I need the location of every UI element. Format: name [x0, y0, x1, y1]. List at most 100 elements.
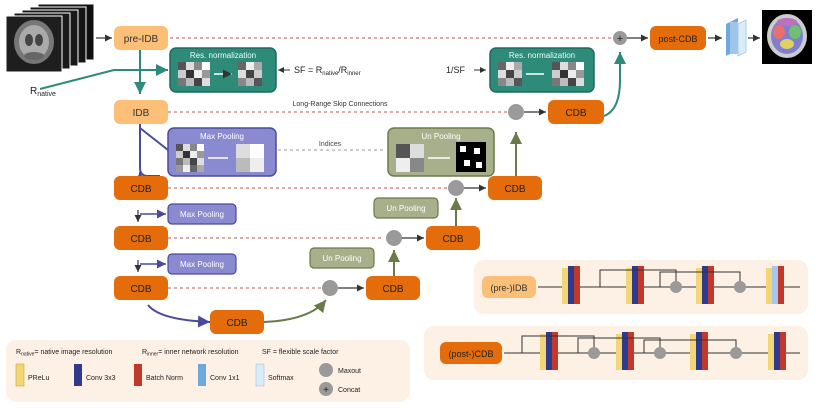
svg-text:Concat: Concat [338, 387, 360, 394]
inverse-sf-label: 1/SF [446, 65, 466, 75]
cdb-block-encoder-3: CDB [114, 276, 168, 300]
concat-legend-item: + Concat [319, 382, 360, 396]
input-mri-stack-image [5, 3, 95, 73]
cdb-block-encoder-1: CDB [114, 176, 168, 200]
svg-text:post-CDB: post-CDB [658, 34, 697, 44]
output-conv-softmax-block [726, 18, 747, 57]
maxout-node [730, 347, 742, 359]
svg-text:CDB: CDB [226, 318, 247, 329]
max-pooling-label: Max Pooling [180, 260, 224, 269]
maxout-node [654, 347, 666, 359]
maxout-node [508, 104, 524, 120]
cdb-block-decoder-1: CDB [366, 276, 420, 300]
max-pooling-large: Max Pooling [167, 127, 277, 177]
cdb-detail-panel: (post-)CDB [424, 326, 808, 380]
indices-label: Indices [319, 141, 342, 148]
concat-node: + [613, 31, 627, 45]
max-pooling-small-1: Max Pooling [167, 203, 237, 225]
res-norm-title: Res. normalization [509, 51, 575, 60]
conv-stack-icon [626, 266, 644, 304]
svg-text:CDB: CDB [130, 234, 151, 245]
purple-small-arrows [140, 209, 166, 269]
conv-stack-icon [616, 332, 634, 370]
cdb-block-encoder-2: CDB [114, 226, 168, 250]
grid-icon [238, 62, 262, 86]
svg-text:CDB: CDB [382, 284, 403, 295]
conv-stack-icon [696, 266, 714, 304]
maxout-node [588, 347, 600, 359]
un-pooling-title: Un Pooling [421, 132, 460, 141]
skip-connections [168, 37, 614, 289]
batchnorm-legend-item: Batch Norm [134, 364, 183, 386]
idb-detail-panel: (pre-)IDB [474, 260, 808, 314]
grid-icon [178, 62, 210, 86]
legend-r-inner: Rinner= inner network resolution [142, 349, 239, 358]
svg-text:Conv 1x1: Conv 1x1 [210, 375, 240, 382]
maxout-node [448, 180, 464, 196]
res-normalization-left: Res. normalization [169, 47, 277, 93]
maxout-node [386, 230, 402, 246]
output-segmentation-image [762, 10, 812, 64]
cdb-block-bottleneck: CDB [210, 310, 264, 334]
grid-icon [176, 144, 204, 172]
conv-stack-icon [766, 266, 784, 304]
un-pooling-label: Un Pooling [386, 204, 425, 213]
grid-icon [498, 62, 522, 86]
post-cdb-block: post-CDB [650, 26, 706, 50]
svg-text:IDB: IDB [133, 108, 150, 119]
grid-icon [236, 144, 264, 172]
maxout-node [734, 281, 746, 293]
grid-icon [396, 144, 424, 172]
un-pooling-label: Un Pooling [322, 254, 361, 263]
cdb-block-decoder-4: CDB [548, 100, 604, 124]
svg-text:Maxout: Maxout [338, 368, 361, 375]
maxout-node [322, 280, 338, 296]
conv-stack-icon [562, 266, 580, 304]
un-pooling-large: Un Pooling [387, 127, 495, 177]
max-pooling-label: Max Pooling [180, 210, 224, 219]
conv-stack-icon [768, 332, 786, 370]
pre-idb-block: pre-IDB [114, 26, 168, 50]
r-native-label: Rnative [30, 86, 56, 98]
res-norm-title: Res. normalization [190, 51, 256, 60]
pre-idb-legend-label: (pre-)IDB [490, 283, 527, 293]
svg-text:Batch Norm: Batch Norm [146, 375, 183, 382]
conv-stack-icon [540, 332, 558, 370]
conv3-legend-item: Conv 3x3 [74, 364, 116, 386]
maxout-node [670, 281, 682, 293]
main-path-arrows [96, 34, 760, 292]
idb-block: IDB [114, 100, 168, 124]
legend-r-native: Rnative= native image resolution [16, 349, 113, 358]
svg-text:Conv 3x3: Conv 3x3 [86, 375, 116, 382]
svg-text:CDB: CDB [565, 108, 586, 119]
un-pooling-small-2: Un Pooling [309, 247, 375, 269]
svg-text:CDB: CDB [504, 184, 525, 195]
cdb-block-decoder-2: CDB [426, 226, 480, 250]
teal-arrows [39, 50, 626, 117]
svg-text:Softmax: Softmax [268, 375, 294, 382]
svg-text:PReLu: PReLu [28, 375, 50, 382]
plus-icon: + [323, 385, 329, 396]
post-cdb-legend-label: (post-)CDB [448, 349, 493, 359]
prelu-legend-item: PReLu [15, 363, 50, 387]
svg-text:CDB: CDB [130, 284, 151, 295]
grid-icon [552, 62, 584, 86]
max-pooling-small-2: Max Pooling [167, 253, 237, 275]
un-pooling-small-1: Un Pooling [373, 197, 439, 219]
legend-panel: Rnative= native image resolution Rinner=… [6, 340, 410, 402]
sf-formula: SF = Rnative/Rinner [294, 65, 361, 77]
olive-arrows [263, 132, 522, 323]
long-range-skip-label: Long-Range Skip Connections [293, 101, 388, 108]
cdb-block-decoder-3: CDB [488, 176, 542, 200]
max-pooling-title: Max Pooling [200, 132, 244, 141]
svg-text:CDB: CDB [130, 184, 151, 195]
conv1-legend-item: Conv 1x1 [198, 364, 240, 386]
conv-stack-icon [690, 332, 708, 370]
grid-icon [456, 142, 486, 172]
softmax-legend-item: Softmax [255, 363, 294, 387]
svg-text:pre-IDB: pre-IDB [124, 34, 159, 45]
res-normalization-right: Res. normalization [489, 47, 595, 93]
legend-sf: SF = flexible scale factor [262, 349, 339, 356]
maxout-legend-item: Maxout [319, 363, 361, 377]
